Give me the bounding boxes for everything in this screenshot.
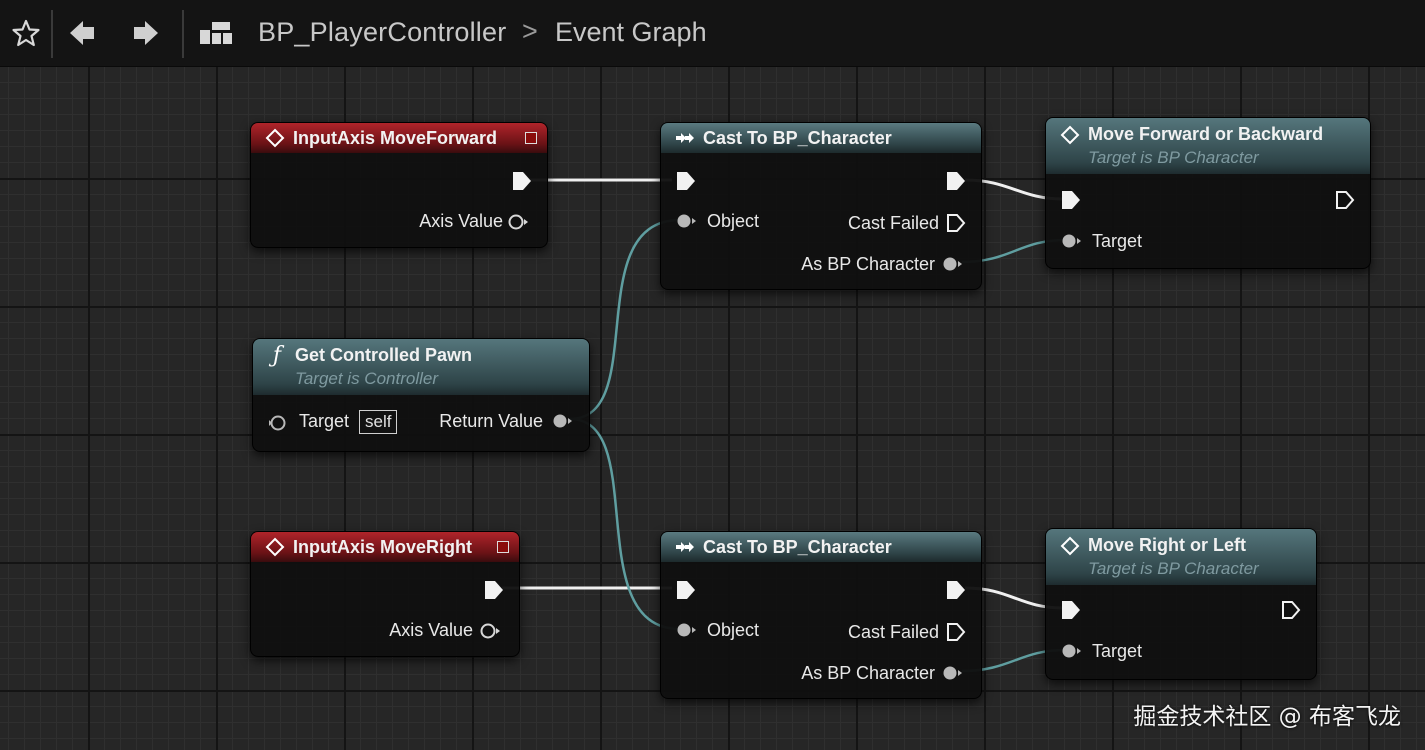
exec-out-pin[interactable] bbox=[945, 212, 967, 234]
node-title: InputAxis MoveForward bbox=[293, 127, 498, 148]
toolbar-divider bbox=[182, 10, 184, 58]
node-subtitle: Target is BP Character bbox=[1088, 148, 1259, 167]
node-subtitle: Target is BP Character bbox=[1088, 559, 1259, 578]
event-diamond-icon bbox=[1060, 125, 1080, 144]
node-header: Cast To BP_Character bbox=[661, 532, 981, 562]
exec-in-pin[interactable] bbox=[1060, 189, 1082, 211]
node-header: ƒ Get Controlled Pawn Target is Controlle… bbox=[253, 339, 589, 395]
breadcrumb-blueprint[interactable]: BP_PlayerController bbox=[258, 17, 507, 47]
node-get-controlled-pawn[interactable]: ƒ Get Controlled Pawn Target is Controlle… bbox=[252, 338, 590, 452]
node-title: Cast To BP_Character bbox=[703, 536, 892, 557]
event-graph-icon bbox=[198, 14, 234, 52]
pin-label-axis-value: Axis Value bbox=[419, 211, 503, 231]
node-header: Move Forward or Backward Target is BP Ch… bbox=[1046, 118, 1370, 174]
node-title: Move Forward or Backward bbox=[1088, 124, 1324, 144]
exec-out-pin[interactable] bbox=[945, 170, 967, 192]
event-diamond-icon bbox=[1060, 536, 1080, 555]
pin-label-axis-value: Axis Value bbox=[389, 620, 473, 640]
event-diamond-icon bbox=[265, 128, 285, 148]
float-out-pin[interactable] bbox=[507, 212, 531, 232]
float-out-pin[interactable] bbox=[479, 621, 503, 641]
object-in-pin[interactable] bbox=[1060, 231, 1084, 251]
node-header: InputAxis MoveForward bbox=[251, 123, 547, 153]
star-icon[interactable] bbox=[8, 14, 44, 52]
node-header: Move Right or Left Target is BP Characte… bbox=[1046, 529, 1316, 585]
node-inputaxis-moveright[interactable]: InputAxis MoveRight Axis Value bbox=[250, 531, 520, 657]
self-default-value[interactable]: self bbox=[359, 410, 398, 434]
node-cast-to-bp-character[interactable]: Cast To BP_Character Object Cast Failed … bbox=[660, 122, 982, 290]
exec-out-pin[interactable] bbox=[945, 621, 967, 643]
stop-icon bbox=[497, 541, 509, 553]
toolbar-divider bbox=[51, 10, 53, 58]
node-subtitle: Target is Controller bbox=[295, 369, 438, 388]
node-cast-to-bp-character[interactable]: Cast To BP_Character Object Cast Failed … bbox=[660, 531, 982, 699]
pin-label-as-bp-character: As BP Character bbox=[801, 254, 935, 274]
node-inputaxis-moveforward[interactable]: InputAxis MoveForward Axis Value bbox=[250, 122, 548, 248]
pin-label-object: Object bbox=[707, 211, 760, 231]
exec-out-pin[interactable] bbox=[483, 579, 505, 601]
node-title: Cast To BP_Character bbox=[703, 127, 892, 148]
pin-label-target: Target bbox=[299, 411, 350, 431]
arrow-right-icon[interactable] bbox=[128, 14, 164, 52]
exec-in-pin[interactable] bbox=[675, 579, 697, 601]
node-move-forward-or-backward[interactable]: Move Forward or Backward Target is BP Ch… bbox=[1045, 117, 1371, 269]
node-header: Cast To BP_Character bbox=[661, 123, 981, 153]
node-title: InputAxis MoveRight bbox=[293, 536, 472, 557]
pin-label-cast-failed: Cast Failed bbox=[847, 213, 939, 233]
pin-label-return-value: Return Value bbox=[439, 411, 543, 431]
stop-icon bbox=[525, 132, 537, 144]
object-out-pin[interactable] bbox=[941, 663, 965, 683]
exec-out-pin[interactable] bbox=[1280, 599, 1302, 621]
node-header: InputAxis MoveRight bbox=[251, 532, 519, 562]
pin-label-target: Target bbox=[1092, 641, 1143, 661]
node-move-right-or-left[interactable]: Move Right or Left Target is BP Characte… bbox=[1045, 528, 1317, 680]
pin-label-object: Object bbox=[707, 620, 760, 640]
node-title: Get Controlled Pawn bbox=[295, 345, 473, 365]
exec-out-pin[interactable] bbox=[945, 579, 967, 601]
exec-in-pin[interactable] bbox=[1060, 599, 1082, 621]
node-title: Move Right or Left bbox=[1088, 535, 1246, 555]
object-in-pin[interactable] bbox=[675, 211, 699, 231]
event-diamond-icon bbox=[265, 537, 285, 557]
breadcrumb-graph[interactable]: Event Graph bbox=[555, 17, 707, 47]
arrow-left-icon[interactable] bbox=[64, 14, 100, 52]
pin-label-as-bp-character: As BP Character bbox=[801, 663, 935, 683]
exec-in-pin[interactable] bbox=[675, 170, 697, 192]
object-out-pin[interactable] bbox=[941, 254, 965, 274]
cast-arrow-icon bbox=[676, 542, 694, 552]
exec-out-pin[interactable] bbox=[1334, 189, 1356, 211]
breadcrumb-separator: > bbox=[522, 16, 538, 46]
object-out-pin[interactable] bbox=[551, 411, 575, 431]
pin-label-target: Target bbox=[1092, 231, 1143, 251]
object-in-pin[interactable] bbox=[1060, 641, 1084, 661]
object-in-pin[interactable] bbox=[267, 413, 291, 433]
pin-label-cast-failed: Cast Failed bbox=[847, 622, 939, 642]
function-icon: ƒ bbox=[272, 342, 282, 368]
exec-out-pin[interactable] bbox=[511, 170, 533, 192]
cast-arrow-icon bbox=[676, 133, 694, 143]
editor-toolbar: BP_PlayerController > Event Graph bbox=[0, 0, 1425, 67]
object-in-pin[interactable] bbox=[675, 620, 699, 640]
watermark: 掘金技术社区 @ 布客飞龙 bbox=[1133, 704, 1401, 730]
